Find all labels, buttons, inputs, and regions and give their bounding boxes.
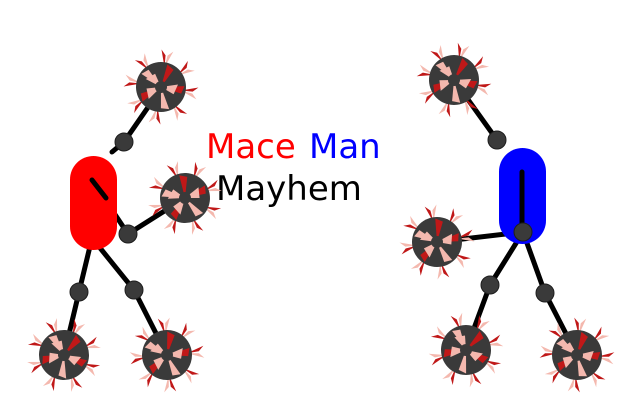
title-word-man: Man [309, 127, 381, 167]
blue-right-foot-mace-icon [536, 314, 618, 396]
red-upper-mace-icon [118, 44, 204, 130]
title-word-mayhem: Mayhem [216, 169, 362, 209]
blue-left-foot-mace-icon [415, 299, 517, 400]
blue-joint-hip [513, 222, 533, 242]
blue-upper-mace-icon [408, 34, 500, 126]
red-mace-man [14, 44, 233, 400]
red-arm-over-body [89, 177, 109, 201]
red-joint-right-knee [124, 280, 144, 300]
blue-lower-mace-icon [394, 199, 480, 285]
blue-joint-upper-shoulder [487, 130, 507, 150]
game-title: Mace Man Mayhem [206, 127, 381, 209]
red-joint-left-knee [69, 282, 89, 302]
blue-joint-right-knee [535, 283, 555, 303]
red-body [70, 156, 117, 250]
red-joint-lower-elbow [118, 224, 138, 244]
title-word-mace: Mace [206, 127, 296, 167]
blue-joint-left-knee [480, 275, 500, 295]
blue-mace-man [394, 34, 618, 400]
red-left-foot-mace-icon [14, 305, 114, 400]
red-right-foot-mace-icon [126, 314, 208, 396]
red-joint-upper-elbow [114, 132, 134, 152]
